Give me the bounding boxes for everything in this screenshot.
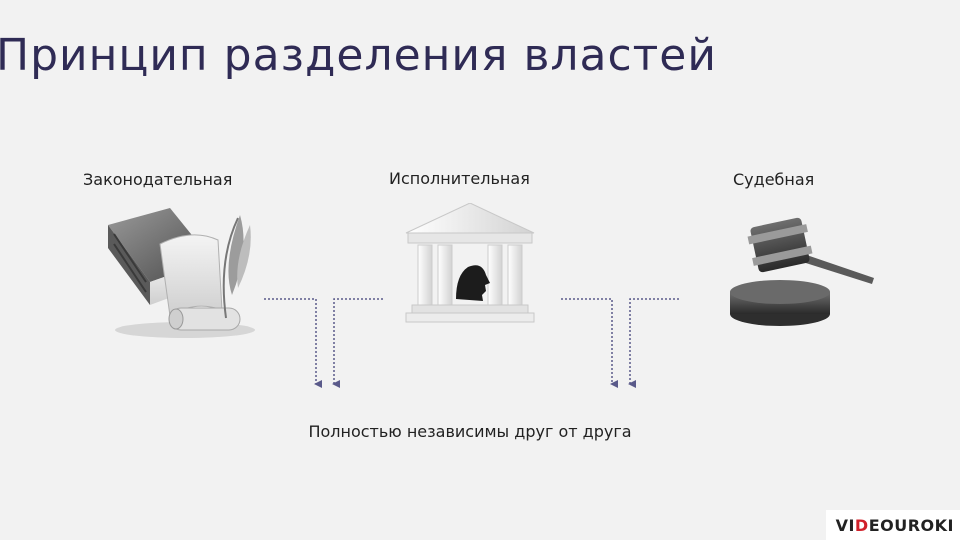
slide-title: Принцип разделения властей	[0, 30, 717, 81]
independence-caption: Полностью независимы друг от друга	[308, 422, 632, 441]
arrow-legislative	[264, 298, 322, 388]
logo-text: VIDEOUROKI	[835, 515, 954, 535]
branch-label-judicial: Судебная	[733, 170, 815, 189]
videouroki-logo: VIDEOUROKI	[826, 510, 960, 540]
arrow-executive-right	[561, 298, 618, 388]
gavel-icon	[730, 217, 874, 326]
branch-label-executive: Исполнительная	[389, 169, 530, 188]
arrow-judicial	[628, 298, 679, 388]
government-building-icon	[405, 203, 535, 323]
book-and-quill-icon	[108, 208, 255, 338]
branch-label-legislative: Законодательная	[83, 170, 233, 189]
arrow-executive-left	[332, 298, 383, 388]
